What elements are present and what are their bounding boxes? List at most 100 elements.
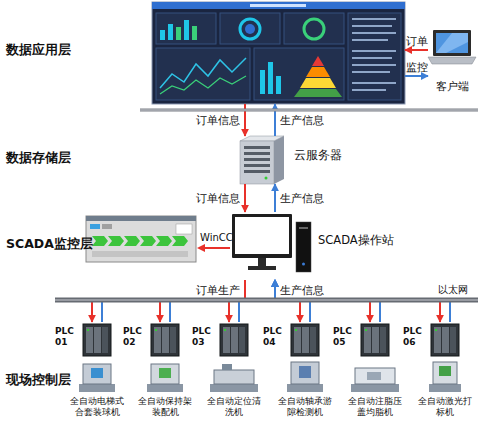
- monitor-screen: [235, 217, 289, 254]
- plc-station: PLC 03全自动定位清洗机: [190, 322, 260, 422]
- laptop-screen-glare: [436, 33, 468, 53]
- plc-device: [431, 324, 459, 356]
- wincc-arrow: [203, 247, 230, 249]
- server-slot: [244, 152, 270, 155]
- server-front: [240, 141, 274, 184]
- machine-body: [433, 362, 457, 384]
- wincc-station: [108, 236, 124, 246]
- machine-caption: 全自动电梯式合套装球机: [67, 396, 127, 418]
- network-line-highlight: [140, 110, 478, 111]
- plc-module: [154, 327, 161, 353]
- machine-base: [351, 384, 399, 392]
- node-caption: SCADA操作站: [318, 234, 408, 248]
- dashboard-titlebar: [152, 2, 405, 9]
- layer-heading: 数据应用层: [6, 42, 116, 57]
- wincc-panel: [176, 224, 192, 234]
- dashboard-pyramid-tier: [306, 67, 330, 77]
- wincc-station: [172, 236, 188, 246]
- plc-device: [83, 324, 111, 356]
- plc-module: [380, 327, 386, 353]
- dashboard-list-row: [352, 57, 392, 59]
- wincc-station: [156, 236, 172, 246]
- cloud-server: 云服务器: [232, 136, 288, 184]
- machine-base: [79, 384, 115, 392]
- machine-caption: 全自动定位清洗机: [204, 396, 264, 418]
- machine-base: [210, 384, 258, 392]
- ethernet-bus-highlight: [55, 299, 478, 300]
- feedback-arrow: [405, 75, 428, 77]
- laptop-screen: [436, 33, 468, 53]
- server-slot: [244, 158, 270, 161]
- plc-module: [302, 327, 309, 353]
- dashboard-list-row: [352, 39, 388, 41]
- plc-module: [102, 327, 108, 353]
- machine-caption: 全自动保持架装配机: [135, 396, 195, 418]
- plc-device: [220, 324, 248, 356]
- wincc-arrowhead: [197, 244, 205, 252]
- layer-heading: 现场控制层: [6, 372, 71, 387]
- machine-body: [151, 364, 179, 384]
- plc-module: [310, 327, 316, 353]
- plc-module: [162, 327, 169, 353]
- machine-caption: 全自动激光打标机: [415, 396, 475, 418]
- plc-station: PLC 06全自动激光打标机: [401, 322, 471, 422]
- machine-base: [429, 384, 461, 392]
- pc-tower: [296, 222, 311, 272]
- edge-label: 生产信息: [280, 114, 324, 127]
- plc-module: [372, 327, 379, 353]
- network-label: 以太网: [438, 284, 468, 296]
- dashboard-bar: [168, 24, 173, 40]
- edge-label: 生产信息: [280, 192, 324, 205]
- machine-part: [91, 368, 103, 378]
- client-laptop: 客户端: [428, 28, 476, 96]
- dashboard-gauge: [240, 19, 260, 39]
- dashboard-panel: 数据应用层: [152, 2, 405, 104]
- server-led: [265, 177, 268, 180]
- server-slot: [244, 164, 270, 167]
- monitor-bezel: [232, 214, 292, 258]
- dashboard-pyramid-tier: [294, 89, 342, 97]
- plc-module: [231, 327, 238, 353]
- node-caption: 云服务器: [294, 148, 364, 162]
- node-caption: 客户端: [424, 80, 480, 93]
- plc-label: PLC 04: [263, 326, 289, 348]
- dashboard-bar: [160, 30, 165, 40]
- plc-station: PLC 05全自动注脂压盖均脂机: [331, 322, 401, 422]
- dashboard-panel: [284, 13, 344, 44]
- dashboard-list-row: [352, 82, 396, 84]
- machine-part: [299, 366, 311, 378]
- dashboard-list-row: [352, 50, 396, 52]
- dashboard-pyramid-tier: [300, 78, 336, 88]
- machine-base: [147, 384, 183, 392]
- dashboard-bar: [268, 62, 273, 94]
- plc-label: PLC 01: [55, 326, 81, 348]
- plc-device: [151, 324, 179, 356]
- server-slot: [244, 146, 270, 149]
- machine-part: [367, 372, 381, 380]
- software-label: WinCC: [200, 232, 233, 244]
- machine-caption: 全自动注脂压盖均脂机: [345, 396, 405, 418]
- plc-label: PLC 02: [123, 326, 149, 348]
- edge-label: 订单信息: [196, 114, 240, 127]
- dashboard-panel: [156, 13, 216, 44]
- ethernet-bus: [55, 298, 478, 303]
- machine-part: [439, 366, 451, 376]
- machine-part: [222, 364, 232, 370]
- wincc-screen: [86, 216, 196, 262]
- edge-label: 订单生产: [196, 284, 240, 297]
- plc-led: [87, 329, 89, 331]
- plc-module: [294, 327, 301, 353]
- plc-led: [365, 329, 367, 331]
- machine-body: [83, 364, 111, 384]
- dashboard-panel: [348, 13, 401, 100]
- dashboard-list-row: [352, 64, 396, 66]
- plc-module: [94, 327, 101, 353]
- wincc-button: [90, 224, 100, 229]
- dashboard-gauge: [304, 19, 324, 39]
- plc-led: [435, 329, 437, 331]
- plc-label: PLC 06: [403, 326, 429, 348]
- dashboard-line-chart: [160, 76, 246, 94]
- server-slot: [244, 170, 270, 173]
- plc-module: [442, 327, 449, 353]
